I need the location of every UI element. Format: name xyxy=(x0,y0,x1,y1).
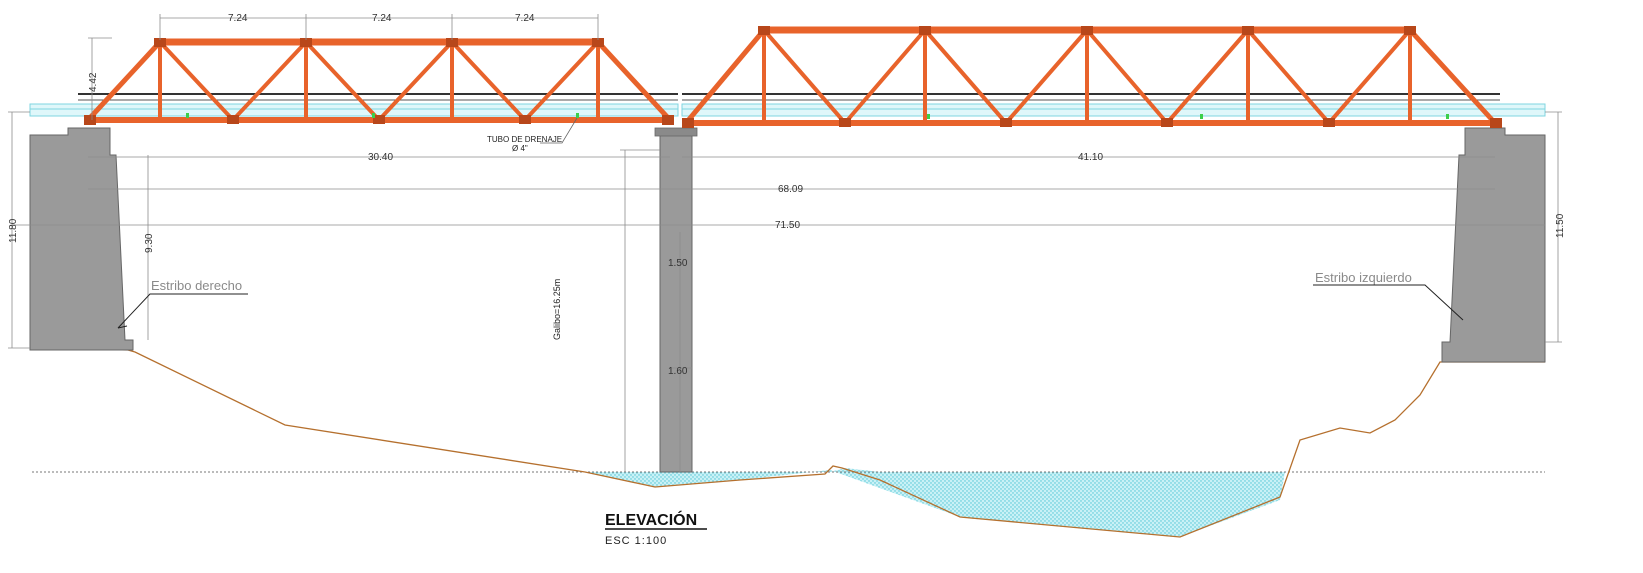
clearance-label: Galibo=16.25m xyxy=(552,279,562,340)
panel-dim-2: 7.24 xyxy=(372,13,392,24)
drain-leader xyxy=(540,117,578,144)
right-abutment xyxy=(1441,127,1546,363)
abutment-right-height-dim: 11.50 xyxy=(1555,213,1566,238)
truss-height-dim: 4.42 xyxy=(88,72,99,92)
right-abutment-arrow xyxy=(117,325,128,329)
left-truss-nodes xyxy=(84,38,674,125)
pier-seg-dim-2: 1.60 xyxy=(668,366,688,377)
ground-profile xyxy=(29,347,1545,538)
pier-cap xyxy=(654,127,698,137)
left-abutment-label: Estribo izquierdo xyxy=(1315,270,1412,285)
total-dim-2: 71.50 xyxy=(775,220,800,231)
pier-seg-dim-1: 1.50 xyxy=(668,258,688,269)
right-abutment-label: Estribo derecho xyxy=(151,278,242,293)
panel-dim-1: 7.24 xyxy=(228,13,248,24)
left-abutment xyxy=(29,127,134,351)
drawing-title: ELEVACIÓN xyxy=(605,510,697,529)
drawing-scale: ESC 1:100 xyxy=(605,535,667,547)
right-abutment-leader xyxy=(117,293,248,329)
drain-label-line1: TUBO DE DRENAJE xyxy=(487,135,562,144)
dimension-lines xyxy=(8,14,1562,472)
abutment-left-height-dim: 11.80 xyxy=(8,218,19,243)
river-water xyxy=(585,468,1285,537)
central-pier xyxy=(659,131,693,473)
drain-label-line2: Ø 4" xyxy=(512,144,528,153)
deck xyxy=(29,93,1546,117)
left-abutment-leader xyxy=(1313,284,1464,321)
drain-markers xyxy=(186,113,1449,119)
span-right-dim: 41.10 xyxy=(1078,152,1103,163)
panel-dim-3: 7.24 xyxy=(515,13,535,24)
span-left-dim: 30.40 xyxy=(368,152,393,163)
right-truss-nodes xyxy=(682,26,1502,128)
total-dim-1: 68.09 xyxy=(778,184,803,195)
abutment-depth-dim: 9.30 xyxy=(144,233,155,253)
